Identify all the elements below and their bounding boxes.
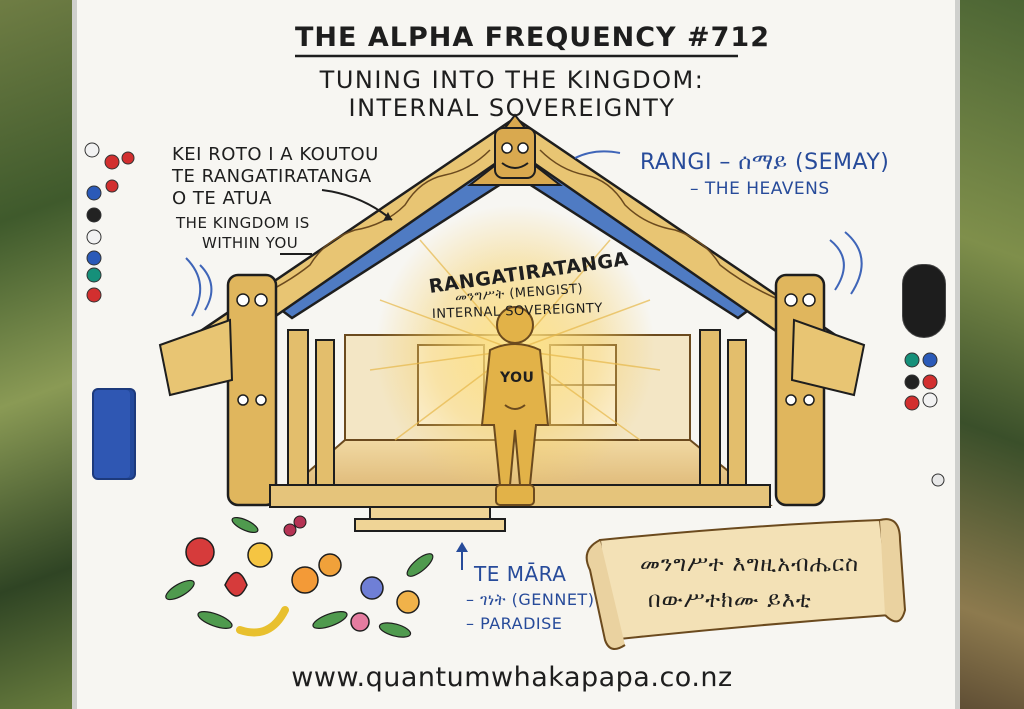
fruit-and-flowers-icon (165, 515, 434, 638)
rangi-line-1: RANGI – ሰማይ (SEMAY) (640, 150, 890, 175)
left-note-line-1: KEI ROTO I A KOUTOU (172, 144, 379, 165)
left-note-line-5: WITHIN YOU (202, 234, 299, 252)
figure-label: YOU (500, 370, 535, 386)
subtitle-line-1: TUNING INTO THE KINGDOM: (319, 66, 705, 94)
whiteboard-eraser-icon[interactable] (92, 388, 136, 480)
scroll-icon (585, 518, 907, 650)
left-note-line-2: TE RANGATIRATANGA (172, 166, 372, 187)
subtitle-line-2: INTERNAL SOVEREIGNTY (348, 94, 676, 122)
rangi-line-2: – THE HEAVENS (690, 179, 830, 199)
computer-mouse-icon[interactable] (902, 264, 946, 338)
scroll-line-1: መንግሥተ እግዚአብሔርስ (640, 552, 860, 577)
scroll-line-2: በውሥተክሙ ይእቲ (648, 588, 812, 613)
left-note-line-4: THE KINGDOM IS (176, 214, 310, 232)
website-url: www.quantumwhakapapa.co.nz (291, 662, 733, 693)
te-mara-line-3: – PARADISE (466, 614, 563, 633)
te-mara-line-1: TE MĀRA (474, 562, 567, 586)
te-mara-line-2: – ገነት (GENNET) (466, 590, 595, 609)
whiteboard-magnet-icon (84, 142, 100, 158)
left-note-line-3: O TE ATUA (172, 188, 272, 209)
page-title: THE ALPHA FREQUENCY #712 (295, 22, 770, 53)
